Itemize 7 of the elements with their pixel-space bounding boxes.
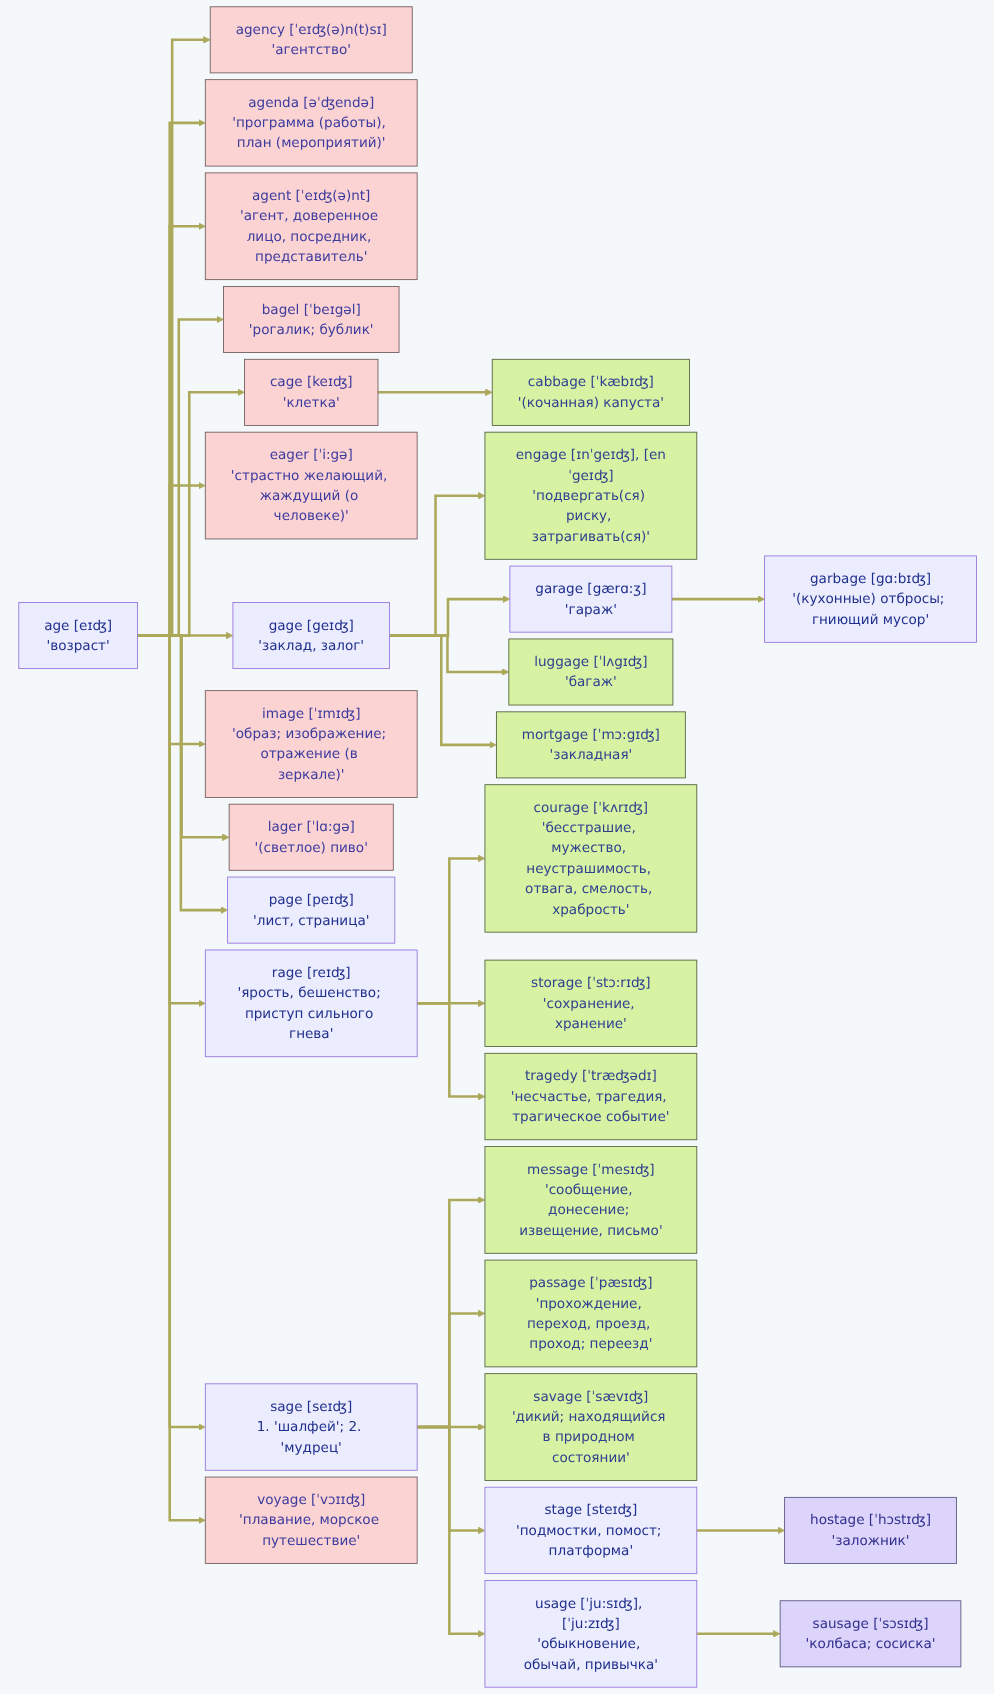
arrow	[696, 1526, 785, 1535]
arrow	[696, 1630, 780, 1638]
arrow	[388, 634, 497, 749]
arrow	[377, 388, 492, 397]
arrow	[416, 1425, 485, 1638]
arrow	[671, 595, 765, 603]
arrow	[416, 1002, 485, 1101]
